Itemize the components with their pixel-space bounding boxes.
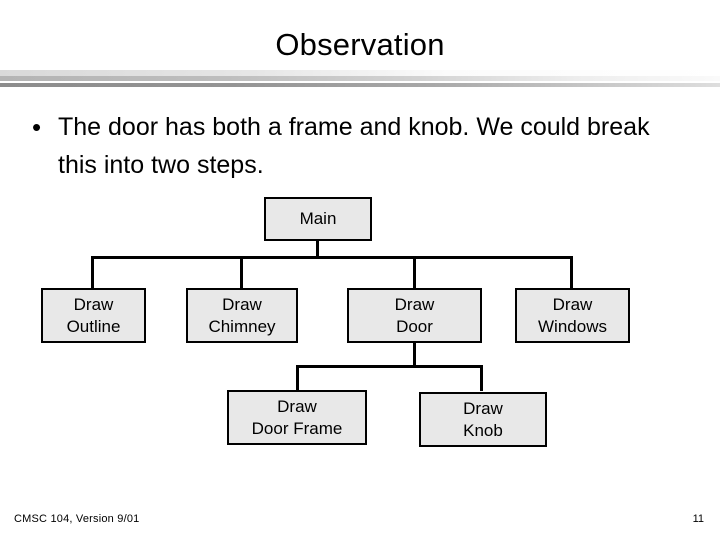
title-divider-band-4 — [0, 83, 720, 87]
diagram-node-label: Main — [299, 209, 337, 228]
diagram-node-label: Draw Door Frame — [251, 396, 343, 438]
diagram-node-label: Draw Knob — [463, 398, 503, 440]
connector-level1-bus — [91, 256, 573, 259]
title-divider-band-2 — [0, 76, 720, 81]
diagram-node-draw-door[interactable]: Draw Door — [347, 288, 482, 343]
connector-drop-knob — [480, 365, 483, 391]
list-item: • The door has both a frame and knob. We… — [26, 108, 686, 184]
connector-drop-outline — [91, 256, 94, 289]
bullet-dot-icon: • — [32, 112, 42, 142]
diagram-node-label: Draw Door — [394, 294, 435, 336]
title-divider-band-3 — [0, 81, 720, 83]
page-number: 11 — [692, 513, 704, 525]
page-title: Observation — [275, 27, 445, 62]
connector-drop-chimney — [240, 256, 243, 289]
diagram-node-draw-windows[interactable]: Draw Windows — [515, 288, 630, 343]
connector-drop-door — [413, 256, 416, 289]
diagram-node-label: Draw Chimney — [208, 294, 276, 336]
diagram-node-main[interactable]: Main — [264, 197, 372, 241]
diagram-node-draw-knob[interactable]: Draw Knob — [419, 392, 547, 447]
title-divider — [0, 70, 720, 87]
bullet-item-label: The door has both a frame and knob. We c… — [58, 113, 650, 179]
connector-drop-windows — [570, 256, 573, 289]
connector-main-stem — [316, 241, 319, 258]
connector-drop-door-frame — [296, 365, 299, 391]
diagram-node-draw-door-frame[interactable]: Draw Door Frame — [227, 390, 367, 445]
title-divider-band-1 — [0, 70, 720, 76]
connector-door-stem — [413, 343, 416, 367]
diagram-node-draw-chimney[interactable]: Draw Chimney — [186, 288, 298, 343]
connector-level2-bus — [296, 365, 483, 368]
diagram-node-draw-outline[interactable]: Draw Outline — [41, 288, 146, 343]
bullet-list: • The door has both a frame and knob. We… — [26, 108, 686, 184]
diagram-node-label: Draw Outline — [66, 294, 121, 336]
diagram-node-label: Draw Windows — [538, 294, 607, 336]
footer-course-label: CMSC 104, Version 9/01 — [14, 513, 140, 525]
